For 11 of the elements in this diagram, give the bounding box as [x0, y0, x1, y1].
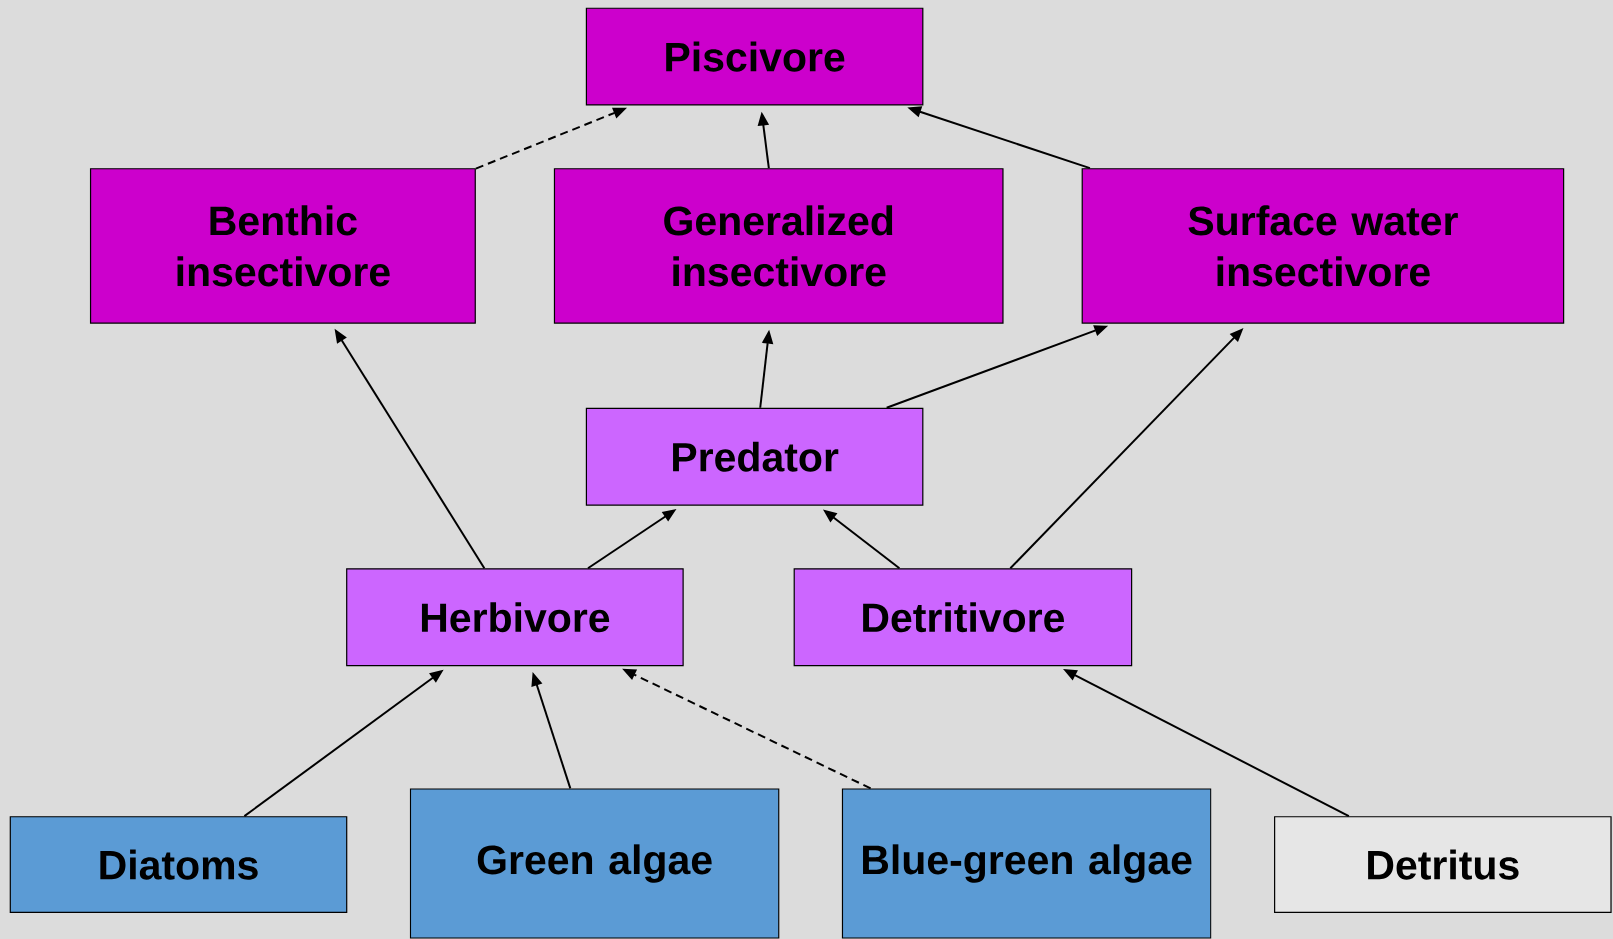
- food-web-box: Generalized insectivore: [553, 168, 1004, 324]
- food-web-box: Detritivore: [793, 568, 1133, 667]
- food-web-box: Herbivore: [346, 568, 684, 667]
- food-web-box: Diatoms: [9, 816, 348, 914]
- food-web-box: Predator: [585, 407, 924, 506]
- food-web-box: Piscivore: [585, 7, 924, 106]
- food-web-box: Green algae: [409, 788, 780, 939]
- food-web-box: Surface water insectivore: [1081, 168, 1565, 324]
- food-web-box: Blue-green algae: [841, 788, 1212, 939]
- food-web-box: Detritus: [1274, 816, 1612, 914]
- food-web-box: Benthic insectivore: [89, 168, 476, 324]
